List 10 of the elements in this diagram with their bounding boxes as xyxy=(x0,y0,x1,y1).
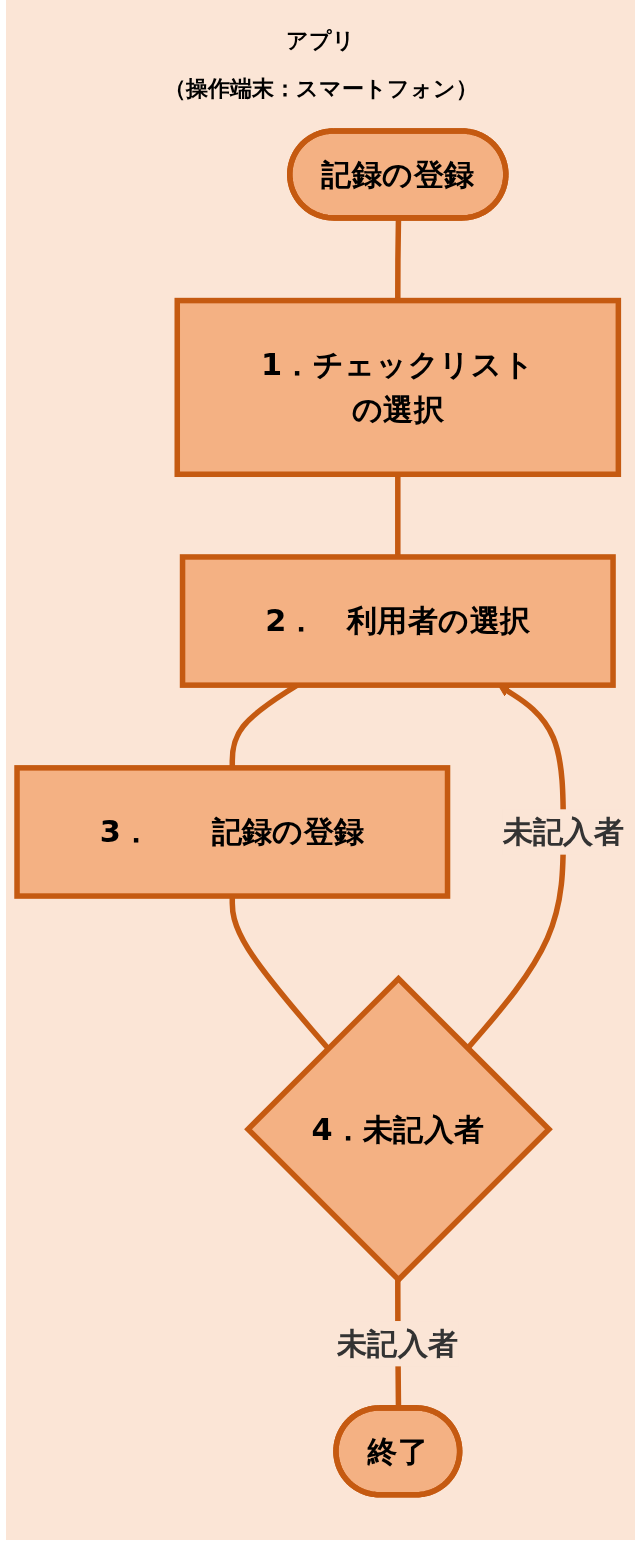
edge-label: 未記入者 xyxy=(502,814,624,850)
node-box: 2． 利用者の選択 xyxy=(179,554,616,688)
edge-label: 未記入者 xyxy=(337,1326,459,1362)
connector xyxy=(395,218,402,301)
node-box: 3． 記録の登録 xyxy=(14,765,451,899)
connector xyxy=(395,474,401,557)
node-diamond: 4．未記入者 xyxy=(244,974,553,1284)
subtitle: （操作端末：スマートフォン） xyxy=(163,75,478,103)
node-box: 1．チェックリストの選択 xyxy=(174,297,622,477)
title: アプリ xyxy=(286,27,355,55)
